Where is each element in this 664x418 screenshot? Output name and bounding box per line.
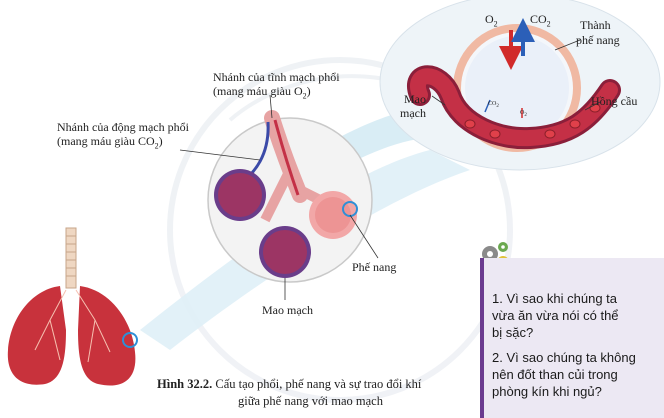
- inset-label-capillary-2: mạch: [400, 106, 426, 120]
- figure-caption: Hình 32.2. Cấu tạo phổi, phế nang và sự …: [157, 377, 422, 391]
- lung-highlight-circle: [122, 332, 138, 348]
- inset-label-capillary-1: Mao: [404, 92, 426, 106]
- figure-caption-line2: giữa phế nang với mao mạch: [238, 394, 383, 408]
- questions-box: [480, 258, 664, 418]
- figure-number: Hình 32.2.: [157, 377, 213, 391]
- alveolar-clusters: [214, 169, 357, 278]
- label-capillary: Mao mạch: [262, 303, 313, 317]
- question-2: 2. Vì sao chúng ta không nên đốt than củ…: [492, 350, 636, 399]
- inset-small-o2: O2: [520, 110, 527, 119]
- inset-label-rbc: Hồng cầu: [591, 94, 638, 108]
- alveolus-highlight-circle: [342, 201, 358, 217]
- label-pulmonary-vein-sub: (mang máu giàu O2): [213, 84, 311, 101]
- inset-label-o2: O2: [485, 12, 498, 29]
- question-1: 1. Vì sao khi chúng ta vừa ăn vừa nói có…: [492, 291, 619, 340]
- label-pulmonary-artery: Nhánh của động mạch phổi: [57, 120, 189, 134]
- inset-label-wall-1: Thành: [580, 18, 611, 32]
- inset-small-co2: CO2: [488, 101, 499, 110]
- label-alveolus: Phế nang: [352, 260, 397, 274]
- lungs-illustration: [7, 227, 136, 386]
- label-pulmonary-artery-sub: (mang máu giàu CO2): [57, 134, 163, 151]
- inset-label-wall-2: phế nang: [576, 33, 620, 47]
- leader-lines: [179, 39, 601, 300]
- label-pulmonary-vein: Nhánh của tĩnh mạch phổi: [213, 70, 340, 84]
- bronchiole-vessels: [238, 110, 333, 223]
- inset-label-co2: CO2: [530, 12, 551, 29]
